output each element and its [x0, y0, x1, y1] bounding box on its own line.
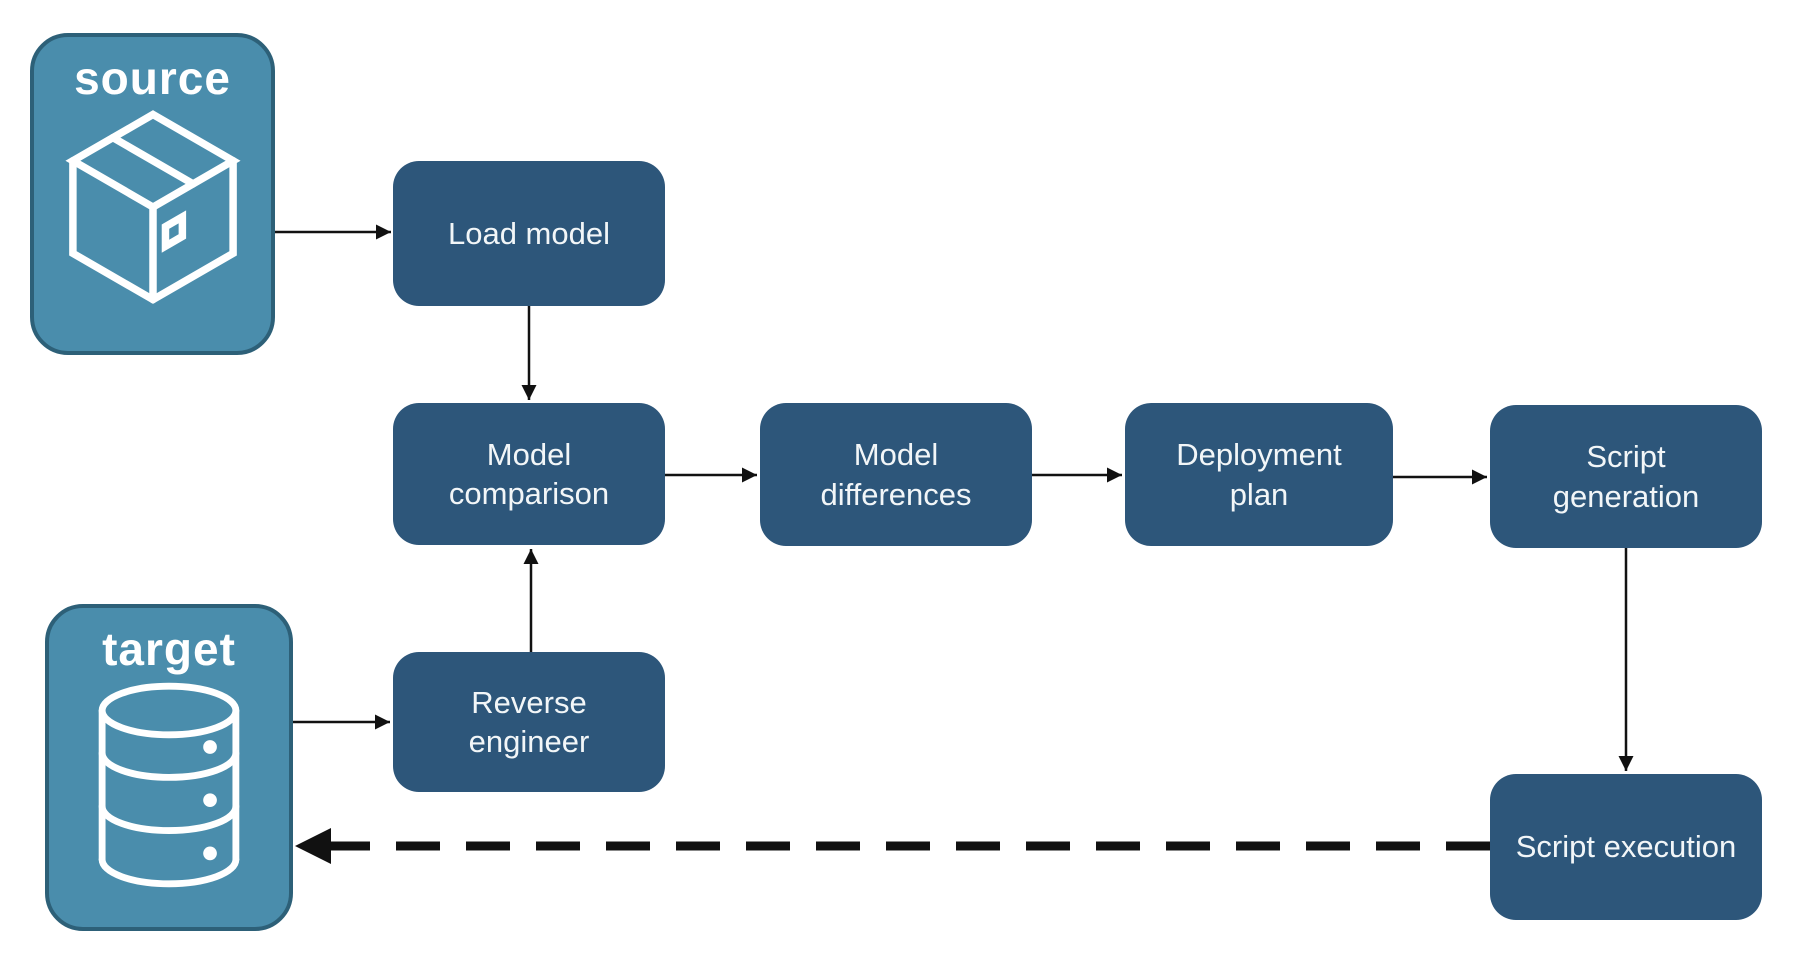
target-label: target [102, 623, 236, 675]
node-script-execution: Script execution [1490, 774, 1762, 920]
package-icon [64, 110, 241, 304]
deployment-plan-label: Deployment plan [1176, 437, 1342, 512]
node-target: target [45, 604, 293, 931]
node-model-comparison: Model comparison [393, 403, 665, 545]
source-label: source [74, 52, 231, 104]
reverse-engineer-label: Reverse engineer [468, 684, 590, 759]
database-icon [98, 682, 240, 888]
script-generation-label: Script generation [1552, 439, 1700, 514]
node-reverse-engineer: Reverse engineer [393, 652, 665, 792]
node-script-generation: Script generation [1490, 405, 1762, 548]
node-source: source [30, 33, 275, 355]
node-load-model: Load model [393, 161, 665, 306]
load-model-label: Load model [447, 215, 610, 251]
model-differences-label: Model differences [820, 437, 972, 512]
node-deployment-plan: Deployment plan [1125, 403, 1393, 546]
script-execution-label: Script execution [1515, 829, 1737, 865]
model-comparison-label: Model comparison [448, 436, 610, 511]
node-model-differences: Model differences [760, 403, 1032, 546]
edge-script-execution-to-target-dashed [295, 828, 1490, 864]
